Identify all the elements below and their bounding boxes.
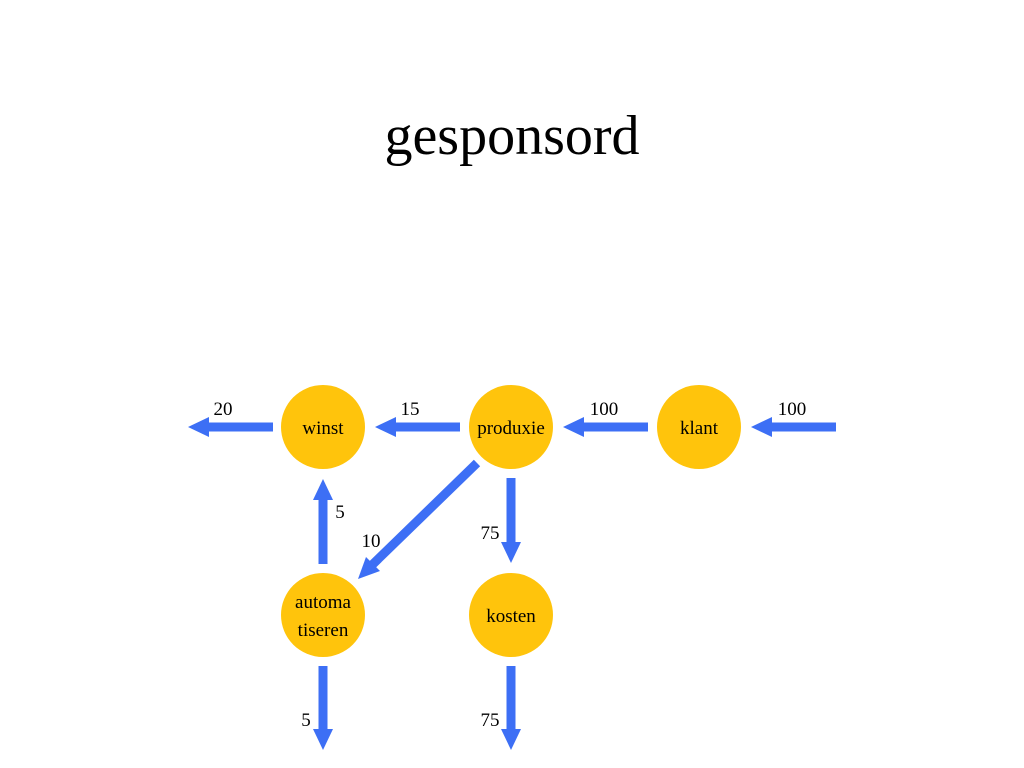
arrow-produxie-automatiseren [358,459,481,579]
node-label-kosten: kosten [486,606,536,627]
node-label-produxie: produxie [477,418,545,439]
arrow-automatiseren-winst [313,479,333,564]
arrow-in-klant [751,417,836,437]
flow-label-automatiseren-winst: 5 [335,502,345,523]
flow-label-automatiseren-out: 5 [301,710,311,731]
flow-label-kosten-out: 75 [481,710,500,731]
arrow-automatiseren-out [313,666,333,750]
node-winst [281,385,365,469]
arrow-kosten-out [501,666,521,750]
flow-label-produxie-automatiseren: 10 [362,531,381,552]
node-automatiseren [281,573,365,657]
arrow-klant-produxie [563,417,648,437]
flow-label-produxie-kosten: 75 [481,523,500,544]
flow-label-in-klant: 100 [778,399,807,420]
node-label-winst: winst [302,418,344,439]
arrow-produxie-kosten [501,478,521,563]
node-label-klant: klant [680,418,719,439]
node-klant [657,385,741,469]
flow-label-produxie-winst: 15 [401,399,420,420]
slide-title: gesponsord [384,105,640,167]
node-produxie [469,385,553,469]
flow-label-klant-produxie: 100 [590,399,619,420]
node-label-automatiseren-line2: tiseren [298,620,349,641]
flow-label-winst-out: 20 [214,399,233,420]
node-kosten [469,573,553,657]
arrow-produxie-winst [375,417,460,437]
arrow-winst-out [188,417,273,437]
node-label-automatiseren-line1: automa [295,592,351,613]
